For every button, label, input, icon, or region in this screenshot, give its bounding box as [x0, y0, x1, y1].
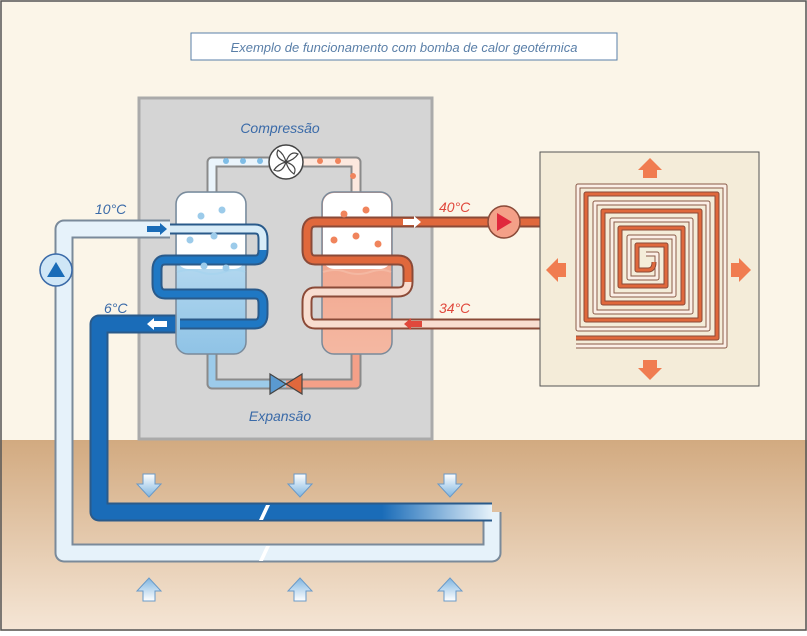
- heat-arrow-left-icon: [546, 258, 566, 282]
- temp-cold-return: 6°C: [104, 300, 128, 316]
- expansion-label: Expansão: [249, 408, 311, 424]
- fan-icon: [268, 144, 304, 180]
- title-box: [190, 32, 618, 61]
- ground-heat-arrow-icon: [436, 577, 464, 602]
- temp-cold-supply: 10°C: [95, 201, 127, 217]
- ground-heat-arrow-icon: [436, 473, 464, 498]
- compression-label: Compressão: [240, 120, 320, 136]
- ground-heat-arrow-icon: [286, 577, 314, 602]
- flow-arrow-hot-out-icon: [403, 216, 421, 228]
- expansion-valve-icon: [269, 372, 303, 396]
- flow-arrow-hot-in-icon: [404, 318, 422, 330]
- heat-arrow-up-icon: [638, 158, 662, 178]
- circulation-pump-icon: [39, 253, 73, 287]
- ground-heat-arrow-icon: [135, 577, 163, 602]
- hot-circulation-pump-icon: [487, 205, 521, 239]
- ground-heat-arrow-icon: [135, 473, 163, 498]
- ground-loop: [54, 219, 502, 563]
- evaporator: [151, 191, 269, 355]
- flow-arrow-out-icon: [147, 318, 167, 330]
- condenser: [301, 191, 540, 355]
- temp-hot-return: 34°C: [439, 300, 471, 316]
- ground-layer: [0, 440, 807, 631]
- ground-heat-arrow-icon: [286, 473, 314, 498]
- temp-hot-supply: 40°C: [439, 199, 471, 215]
- diagram-title: Exemplo de funcionamento com bomba de ca…: [231, 40, 578, 55]
- ground-heat-arrows-down: [135, 473, 464, 498]
- flow-arrow-in-icon: [147, 223, 167, 235]
- ground-heat-arrows-up: [135, 577, 464, 602]
- floor-heating-coil: [575, 183, 728, 349]
- heat-arrow-right-icon: [731, 258, 751, 282]
- heat-arrow-down-icon: [638, 360, 662, 380]
